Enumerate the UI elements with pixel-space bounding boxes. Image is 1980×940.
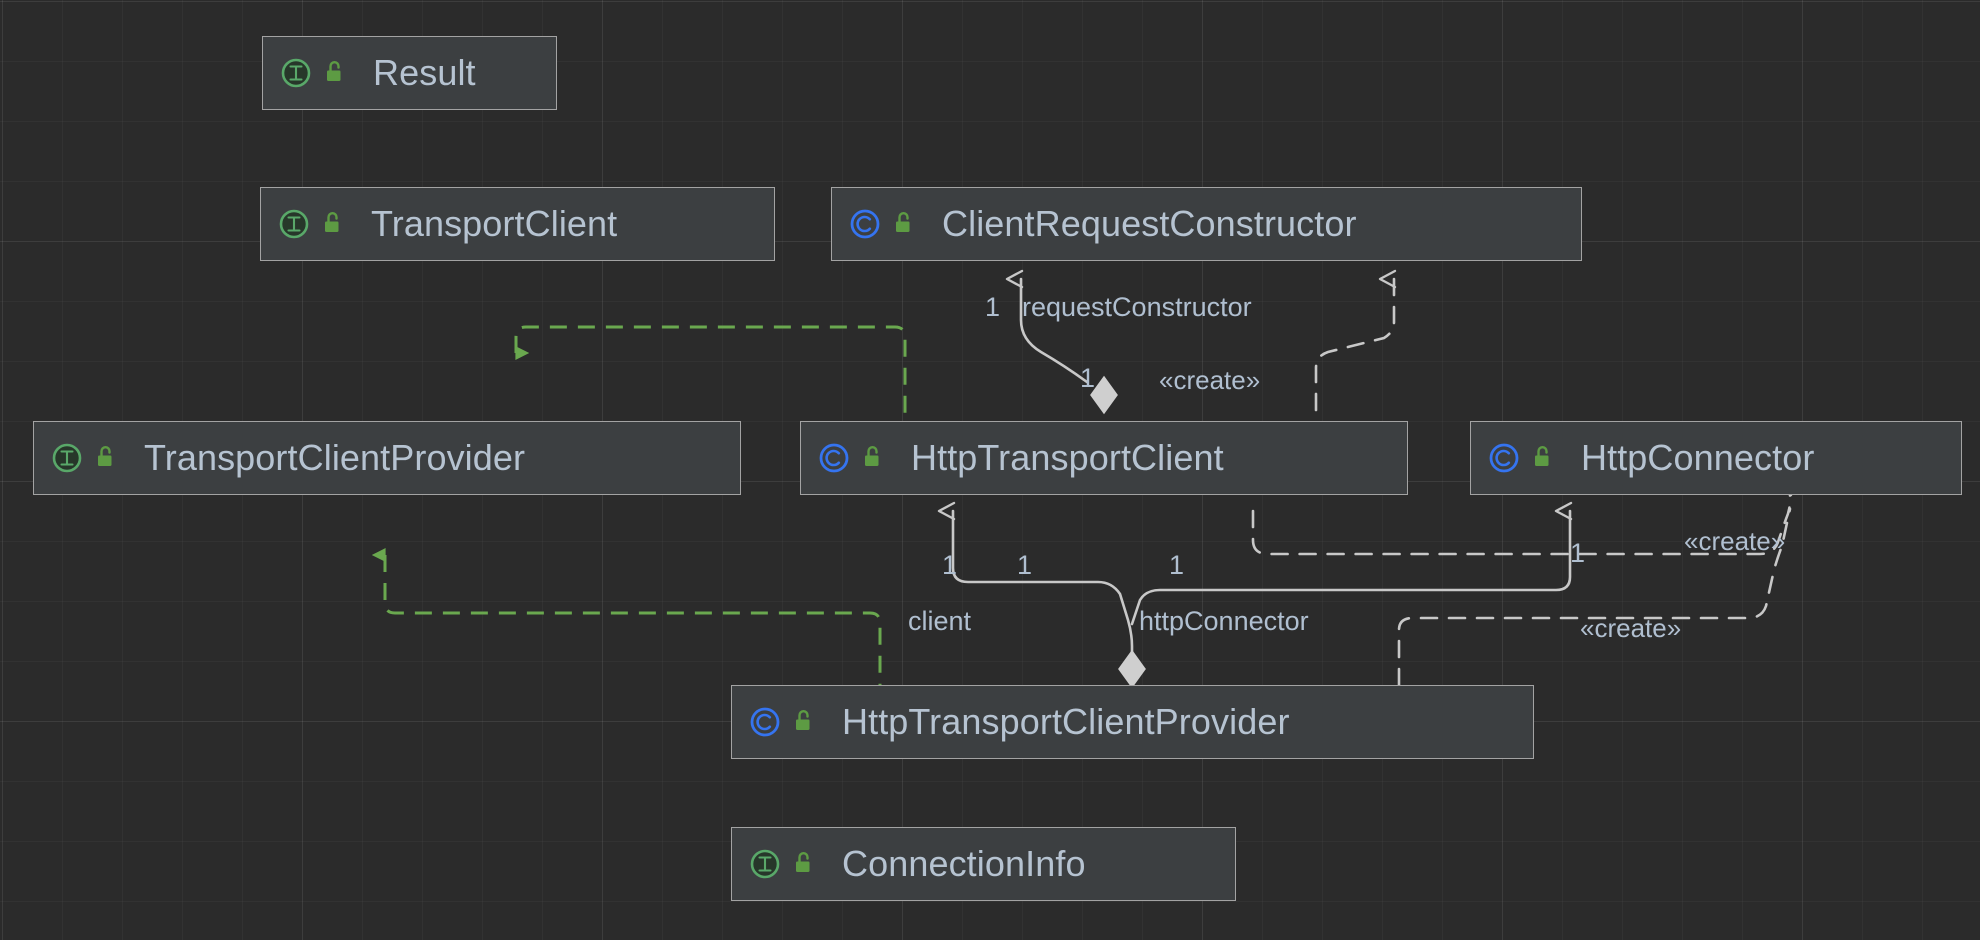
- edge-label-http-conn-role: httpConnector: [1139, 606, 1309, 636]
- node-icons: [848, 207, 916, 241]
- node-icons: [279, 56, 347, 90]
- edge-label-client-mult-source: 1: [1017, 550, 1033, 580]
- node-title: ConnectionInfo: [842, 843, 1086, 884]
- interface-icon: [281, 58, 311, 88]
- edge-label-client-role: client: [908, 606, 972, 636]
- unlocked-public-icon: [796, 852, 810, 872]
- edge-realization-httptransportclient-transportclient[interactable]: [514, 325, 907, 421]
- edge-label-client-mult-target: 1: [942, 550, 958, 580]
- node-result[interactable]: Result: [262, 36, 557, 110]
- edge-label-conn-mult-target: 1: [1570, 538, 1586, 568]
- interface-icon: [279, 209, 309, 239]
- class-icon: [750, 707, 780, 737]
- node-icons: [748, 847, 816, 881]
- edge-label-req-ctor-mult-target: 1: [985, 292, 1001, 322]
- unlocked-public-icon: [865, 446, 879, 466]
- edge-label-create-conn-stereo-1: «create»: [1684, 526, 1786, 556]
- unlocked-public-icon: [1535, 446, 1549, 466]
- node-title: TransportClientProvider: [144, 437, 526, 478]
- node-title: HttpTransportClient: [911, 437, 1224, 478]
- node-connection-info[interactable]: ConnectionInfo: [731, 827, 1236, 901]
- node-icons: [748, 705, 816, 739]
- node-title: HttpTransportClientProvider: [842, 701, 1290, 742]
- node-title: HttpConnector: [1581, 437, 1815, 478]
- edge-dependency-create-clientrequestconstructor[interactable]: [1314, 269, 1397, 423]
- node-icons: [817, 441, 885, 475]
- class-icon: [850, 209, 880, 239]
- unlocked-public-icon: [98, 446, 112, 466]
- edge-label-req-ctor-mult-source: 1: [1080, 363, 1096, 393]
- edge-label-create-conn-stereo-2: «create»: [1580, 613, 1682, 643]
- node-title: TransportClient: [371, 203, 618, 244]
- node-transport-client-provider[interactable]: TransportClientProvider: [33, 421, 741, 495]
- class-icon: [819, 443, 849, 473]
- node-transport-client[interactable]: TransportClient: [260, 187, 775, 261]
- unlocked-public-icon: [327, 61, 341, 81]
- interface-icon: [750, 849, 780, 879]
- edge-label-http-conn-mult: 1: [1169, 550, 1185, 580]
- node-title: Result: [373, 52, 476, 93]
- node-client-request-constructor[interactable]: ClientRequestConstructor: [831, 187, 1582, 261]
- class-icon: [1489, 443, 1519, 473]
- node-icons: [50, 441, 118, 475]
- unlocked-public-icon: [325, 212, 339, 232]
- node-http-connector[interactable]: HttpConnector: [1470, 421, 1962, 495]
- node-title: ClientRequestConstructor: [942, 203, 1357, 244]
- unlocked-public-icon: [796, 710, 810, 730]
- node-http-transport-client[interactable]: HttpTransportClient: [800, 421, 1408, 495]
- unlocked-public-icon: [896, 212, 910, 232]
- composition-diamond-client: [1118, 649, 1146, 689]
- node-icons: [277, 207, 345, 241]
- node-http-transport-client-provider[interactable]: HttpTransportClientProvider: [731, 685, 1534, 759]
- edge-realization-httptransportclientprovider-transportclientprovider[interactable]: [385, 555, 882, 685]
- edge-association-client[interactable]: [937, 501, 1146, 689]
- node-icons: [1487, 441, 1555, 475]
- edge-label-create-ctor-stereo: «create»: [1159, 365, 1261, 395]
- interface-icon: [52, 443, 82, 473]
- edge-label-req-ctor-role: requestConstructor: [1022, 292, 1252, 322]
